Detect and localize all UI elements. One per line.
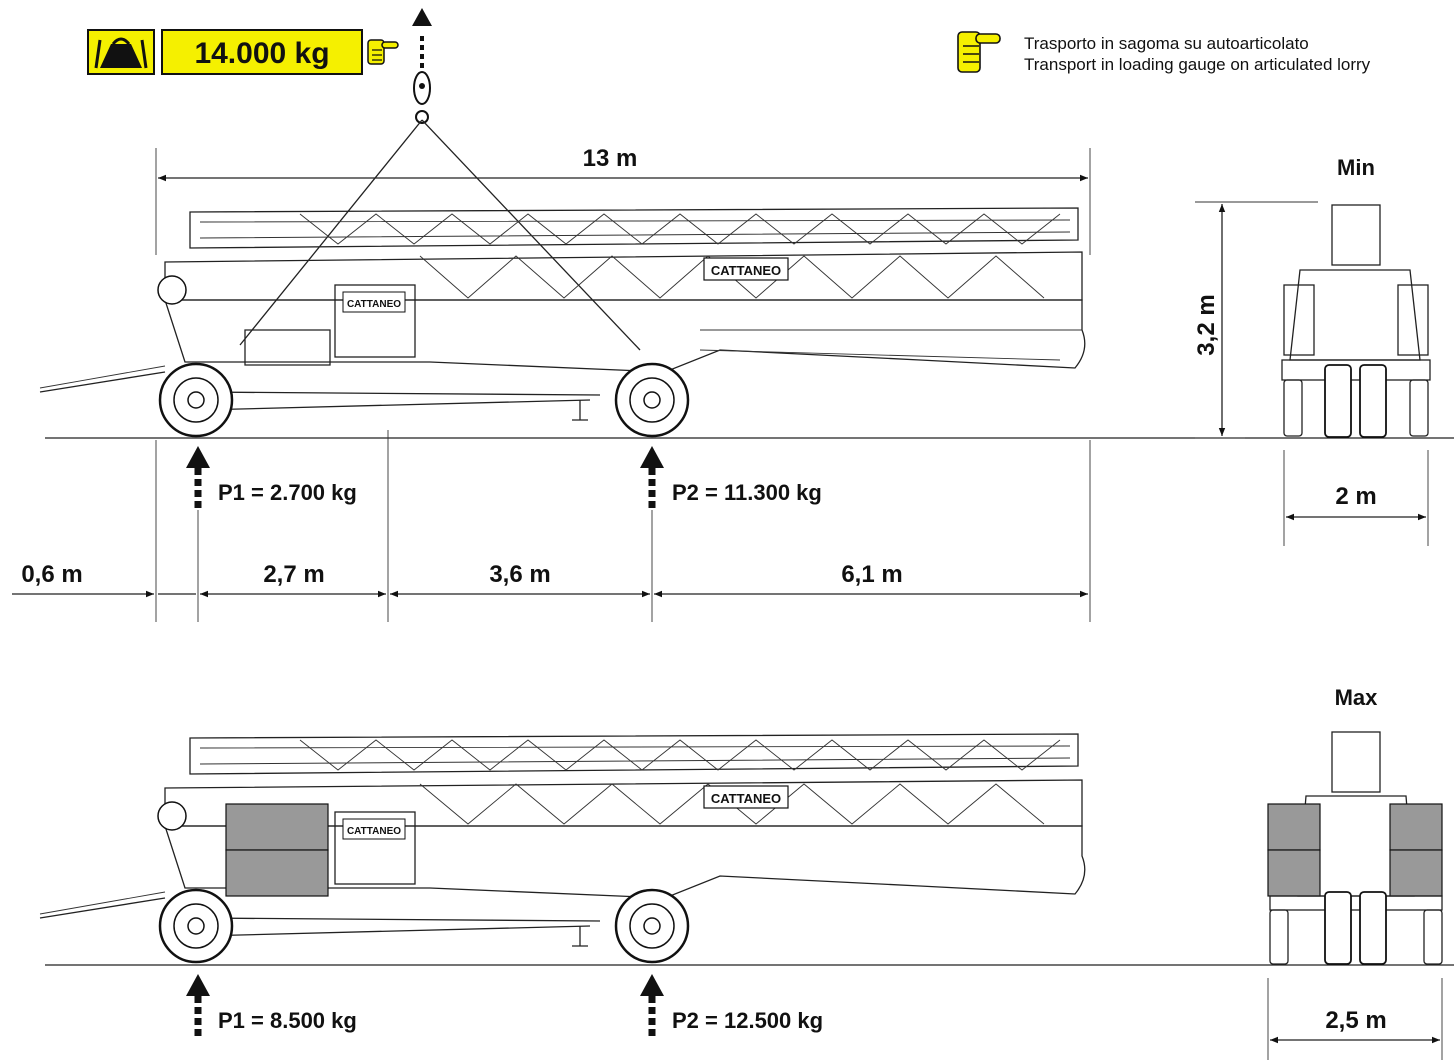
wheel-rear [614, 888, 690, 964]
ballast-block [225, 803, 329, 851]
lattice-brace [299, 739, 1061, 771]
tow-bar [39, 371, 166, 393]
tow-bar [39, 897, 166, 919]
width-label-min: 2 m [1335, 483, 1376, 510]
crane-side-view-max: CATTANEO CATTANEO [39, 733, 1086, 964]
max-label: Max [1335, 685, 1379, 710]
brand-logo [703, 257, 789, 281]
control-box [334, 811, 416, 885]
svg-text:CATTANEO: CATTANEO [347, 826, 401, 837]
winch-drum [157, 275, 187, 305]
tower-lattice [189, 207, 1079, 249]
sling-right [421, 119, 641, 351]
weight-badge: 14.000 kg [87, 29, 399, 75]
axle-load-p1-min: P1 = 2.700 kg [186, 446, 357, 512]
total-weight-box [161, 29, 363, 75]
winch-drum [157, 801, 187, 831]
sling-left [239, 119, 423, 346]
ballast-block [1267, 803, 1321, 851]
transport-note-en: Transport in loading gauge on articulate… [1024, 55, 1371, 74]
length-label: 13 m [583, 145, 638, 172]
brand-logo [703, 785, 789, 809]
wheel-front [158, 362, 234, 438]
crane-side-view-min: CATTANEO CATTANEO [39, 119, 1086, 438]
p1-label-max: P1 = 8.500 kg [218, 1008, 357, 1033]
pointing-hand-icon [957, 31, 1001, 73]
brand-logo-small [342, 291, 406, 313]
segment-2: 3,6 m [489, 561, 550, 588]
width-label-max: 2,5 m [1325, 1007, 1386, 1034]
segment-3: 6,1 m [841, 561, 902, 588]
min-label: Min [1337, 155, 1375, 180]
segment-dimensions: 0,6 m 2,7 m 3,6 m 6,1 m [12, 430, 1091, 622]
lattice-brace [299, 213, 1061, 245]
axle-load-p2-max: P2 = 12.500 kg [640, 974, 823, 1040]
transport-note: Trasporto in sagoma su autoarticolato Tr… [957, 31, 1371, 74]
control-box [334, 284, 416, 358]
transport-note-it: Trasporto in sagoma su autoarticolato [1024, 34, 1309, 53]
axle-load-p2-min: P2 = 11.300 kg [640, 446, 822, 512]
tower-lattice [189, 733, 1079, 775]
axle-load-p1-max: P1 = 8.500 kg [186, 974, 357, 1040]
svg-text:CATTANEO: CATTANEO [347, 299, 401, 310]
front-view-min: Min 3,2 m 2 m [1193, 155, 1431, 546]
segment-1: 2,7 m [263, 561, 324, 588]
segment-0: 0,6 m [21, 561, 82, 588]
lifting-hook [412, 8, 432, 124]
brand-logo-small [342, 818, 406, 840]
length-dimension: 13 m [155, 145, 1091, 255]
jib-lattice [164, 251, 1083, 301]
wheel-rear [614, 362, 690, 438]
ballast-block [225, 849, 329, 897]
ballast-block [1389, 803, 1443, 851]
height-label: 3,2 m [1193, 294, 1220, 355]
ballast-block [1267, 849, 1321, 897]
pointing-hand-icon [367, 39, 399, 65]
p1-label-min: P1 = 2.700 kg [218, 480, 357, 505]
p2-label-max: P2 = 12.500 kg [672, 1008, 823, 1033]
weight-icon [94, 37, 148, 69]
wheel-front [158, 888, 234, 964]
total-weight: 14.000 kg [194, 37, 329, 70]
p2-label-min: P2 = 11.300 kg [672, 480, 822, 505]
ballast-block [1389, 849, 1443, 897]
front-view-max: Max 2,5 m [1267, 685, 1443, 1060]
svg-text:CATTANEO: CATTANEO [711, 263, 781, 278]
svg-text:CATTANEO: CATTANEO [711, 791, 781, 806]
